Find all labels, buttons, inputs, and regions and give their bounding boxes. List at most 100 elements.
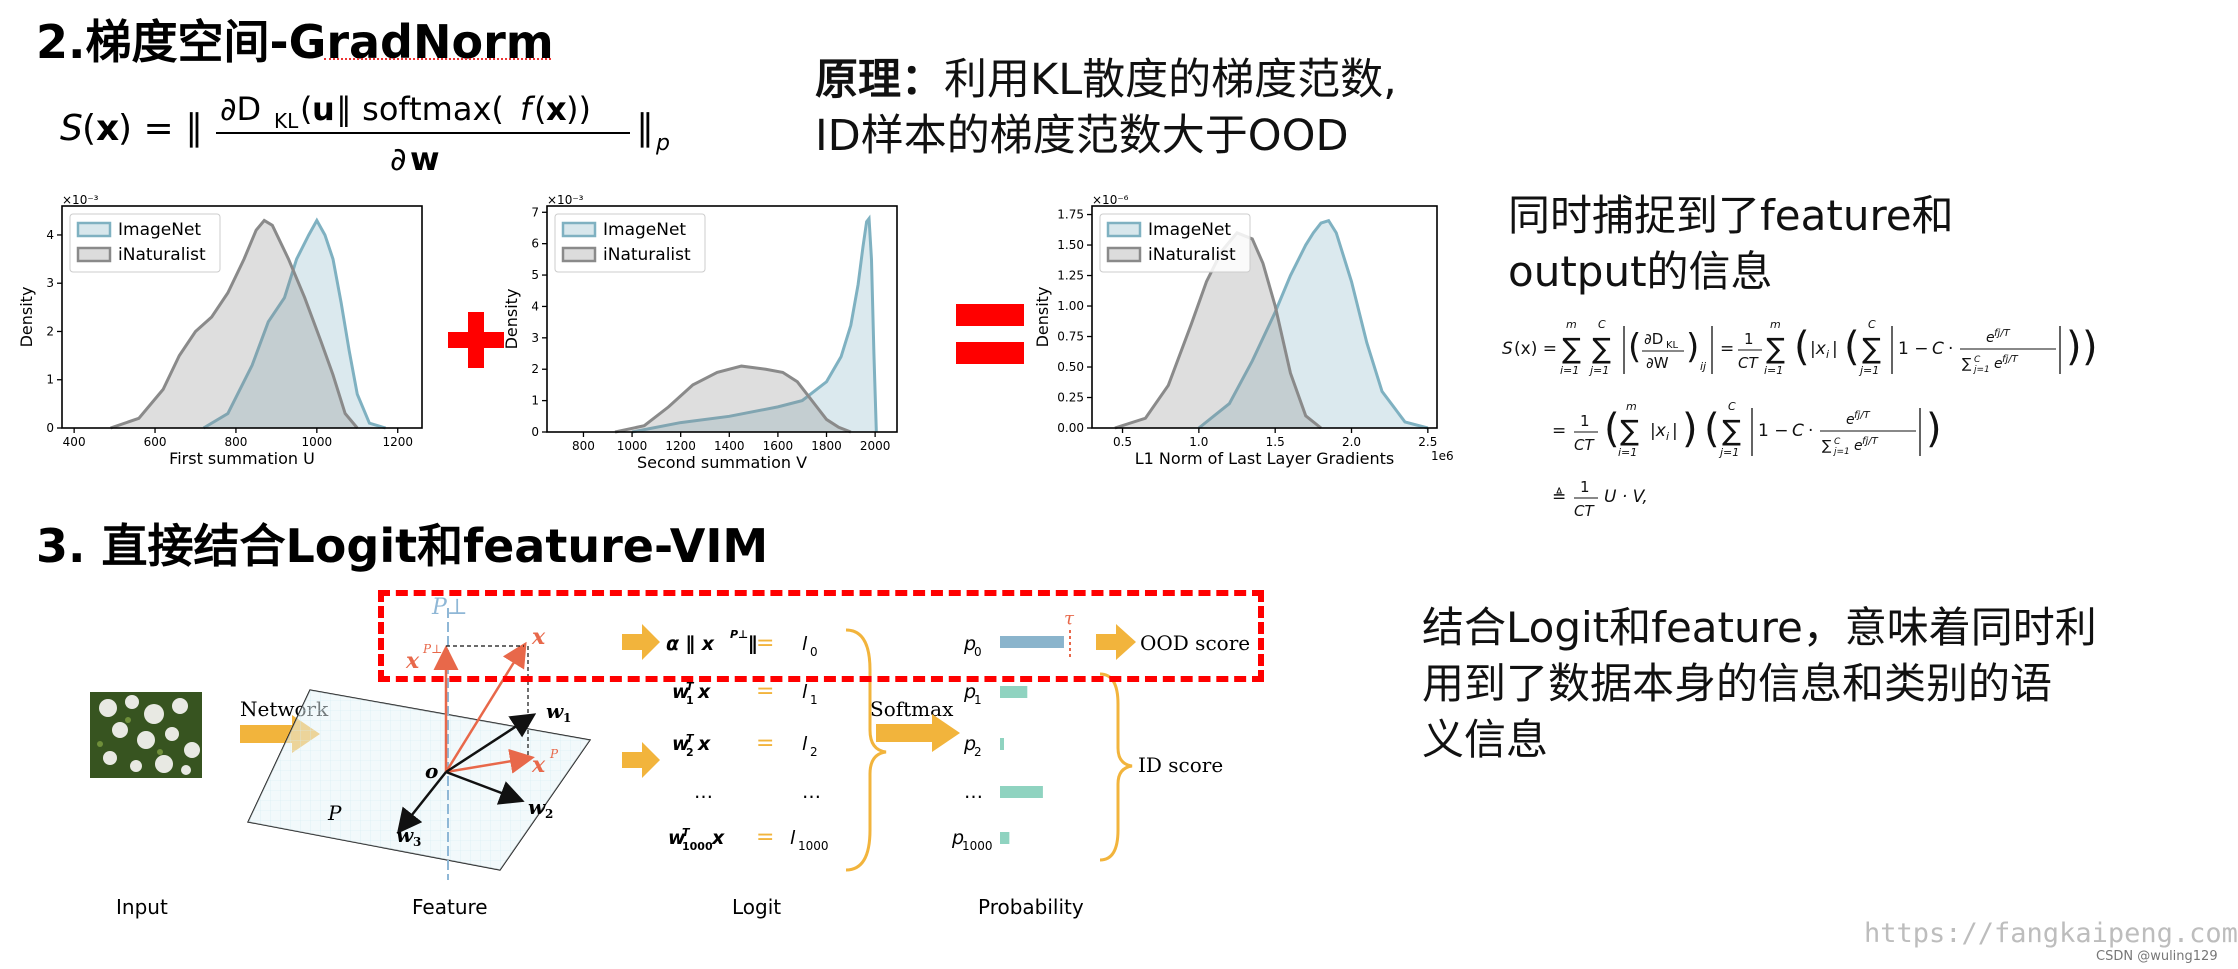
x-vector [444, 641, 527, 773]
y-tick-label: 3 [46, 276, 54, 290]
svg-text:): ) [1686, 327, 1699, 367]
prob-bar [1000, 636, 1064, 648]
x-axis-label: First summation U [169, 449, 315, 468]
vim-note-line-3: 义信息 [1422, 715, 1549, 764]
eq-0: = [756, 631, 774, 656]
capture-line-2: output的信息 [1508, 247, 1773, 296]
svg-text:e: e [1986, 330, 1995, 346]
svg-text:|: | [1672, 421, 1678, 441]
svg-text:U · V,: U · V, [1604, 487, 1648, 507]
svg-text:(: ( [1844, 324, 1860, 370]
legend-box [1099, 213, 1251, 273]
svg-text:i=1: i=1 [1618, 446, 1637, 459]
svg-text:1000: 1000 [962, 839, 993, 853]
capture-note: 同时捕捉到了feature和 output的信息 [1508, 188, 1954, 300]
series-imagenet-line [1197, 218, 1429, 430]
section-3-title-text: 3. 直接结合Logit和feature-VIM [36, 519, 769, 573]
y-scale-note: ×10⁻³ [547, 193, 584, 207]
svg-text:≜: ≜ [1552, 487, 1566, 507]
y-tick-label: 6 [531, 237, 539, 251]
svg-text:): ) [1682, 406, 1698, 452]
prob-p2: p [963, 733, 976, 755]
y-tick-label: 0.75 [1057, 330, 1084, 344]
y-axis-label: Density [1033, 287, 1052, 348]
principle-note: 原理：利用KL散度的梯度范数, ID样本的梯度范数大于OOD [815, 52, 1397, 164]
svg-text:3: 3 [413, 835, 421, 849]
equals-bottom-bar [956, 342, 1024, 364]
svg-text:e: e [1846, 412, 1855, 428]
y-tick-label: 4 [46, 228, 54, 242]
svg-text:=: = [1552, 421, 1566, 441]
svg-text:(: ( [1704, 406, 1720, 452]
y-tick-label: 0.50 [1057, 360, 1084, 374]
svg-text:e: e [1994, 356, 2003, 372]
svg-text:j=1: j=1 [1588, 364, 1609, 377]
principle-text-1: 利用KL散度的梯度范数, [944, 55, 1397, 105]
prob-p1000: p [951, 827, 964, 849]
svg-text:CT: CT [1574, 436, 1595, 454]
svg-text:∂: ∂ [390, 140, 407, 178]
svg-text:C: C [1728, 400, 1736, 413]
svg-text:|x: |x [1810, 339, 1827, 359]
series-imagenet-line [202, 217, 387, 430]
plane-label: P [327, 801, 342, 825]
ood-score-label: OOD score [1140, 631, 1250, 655]
svg-text:x: x [697, 681, 711, 703]
y-tick-label: 0 [46, 421, 54, 435]
id-score-label: ID score [1138, 753, 1223, 777]
svg-text:j=1: j=1 [1718, 446, 1739, 459]
svg-text:fj/T: fj/T [1994, 328, 2011, 339]
x-tick-label: 1000 [617, 439, 648, 453]
w3-label: w [396, 823, 414, 847]
y-tick-label: 2 [531, 362, 539, 376]
equals-top-bar [956, 304, 1024, 326]
x-tick-label: 1200 [665, 439, 696, 453]
svg-text:(: ( [300, 90, 312, 128]
svg-text:KL: KL [1666, 340, 1679, 351]
svg-text:u: u [312, 90, 335, 128]
y-scale-note: ×10⁻³ [62, 193, 99, 207]
svg-text:1: 1 [1744, 330, 1754, 348]
softmax-label: Softmax [870, 697, 954, 721]
svg-text:T: T [686, 732, 695, 745]
softmax-arrow-icon [876, 714, 960, 752]
svg-text:x: x [96, 108, 119, 149]
svg-text:x: x [546, 90, 567, 128]
svg-text:2: 2 [686, 746, 694, 759]
svg-text:∂W: ∂W [1646, 354, 1669, 372]
svg-text:0: 0 [974, 645, 982, 659]
svg-text:1: 1 [686, 694, 694, 707]
x-tick-label: 1000 [302, 435, 333, 449]
svg-text:): ) [2066, 324, 2082, 370]
series-inaturalist-area [110, 220, 358, 428]
svg-text:∑: ∑ [1766, 332, 1785, 365]
svg-text:2: 2 [974, 745, 982, 759]
origin-label: o [425, 759, 438, 783]
y-tick-label: 7 [531, 205, 539, 219]
legend-swatch-inaturalist [1106, 246, 1142, 263]
svg-text:C: C [1974, 355, 1981, 365]
svg-text:w: w [672, 681, 690, 703]
svg-text:fj/T: fj/T [1862, 436, 1879, 447]
series-imagenet-area [1198, 220, 1428, 428]
y-tick-label: 1.25 [1057, 269, 1084, 283]
svg-text:(: ( [1794, 324, 1810, 370]
p-perp-label: P⊥ [431, 595, 468, 620]
svg-text:w: w [410, 140, 440, 178]
svg-text:P⊥: P⊥ [730, 628, 748, 641]
series-inaturalist-line [614, 364, 852, 434]
w2-label: w [528, 795, 546, 819]
svg-text:∥: ∥ [748, 633, 758, 655]
eq-2: = [756, 731, 774, 756]
svg-text:j=1: j=1 [1832, 447, 1850, 457]
x-tick-label: 1200 [382, 435, 413, 449]
plot-frame [546, 205, 898, 433]
y-scale-note: ×10⁻⁶ [1092, 193, 1129, 207]
x-tick-label: 2.0 [1342, 435, 1361, 449]
svg-text:1 −: 1 − [1758, 421, 1788, 441]
y-tick-label: 1.00 [1057, 299, 1084, 313]
svg-text:): ) [1926, 406, 1942, 452]
logit-l1: l [802, 681, 808, 703]
svg-text:) = ∥: ) = ∥ [118, 108, 203, 149]
svg-text:ij: ij [1700, 360, 1707, 373]
